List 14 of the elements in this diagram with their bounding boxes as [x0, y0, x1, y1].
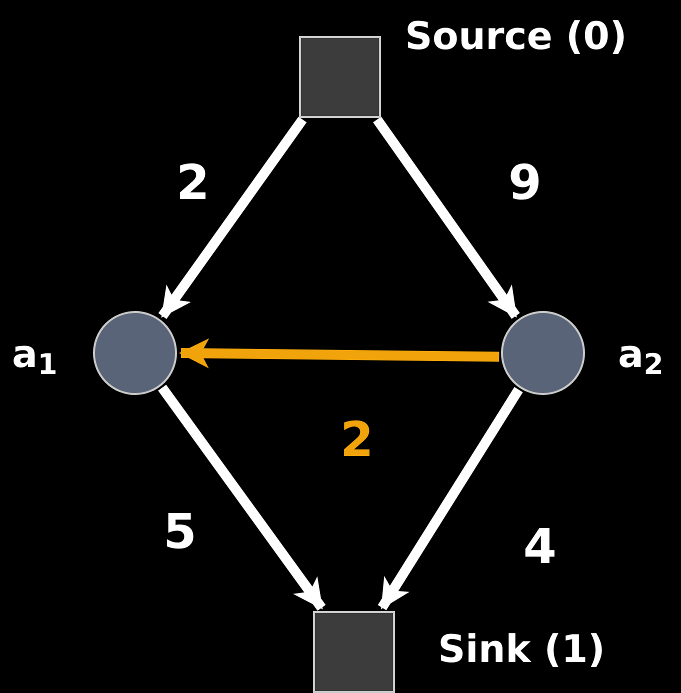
node-label: a$_{1}$	[12, 331, 58, 378]
edge-label: 2	[176, 155, 210, 211]
arrow	[378, 386, 523, 610]
arrow	[373, 116, 520, 319]
arrow	[158, 384, 326, 611]
arrow	[158, 116, 307, 319]
edge-label: 9	[508, 155, 542, 211]
edge-label: 5	[163, 504, 197, 560]
node-label: a$_{2}$	[618, 331, 664, 378]
edge-label: 2	[340, 412, 374, 468]
node-label: Sink (1)	[438, 626, 606, 673]
node-label: Source (0)	[405, 13, 627, 60]
arrow	[179, 338, 500, 368]
edge-label: 4	[523, 519, 557, 575]
